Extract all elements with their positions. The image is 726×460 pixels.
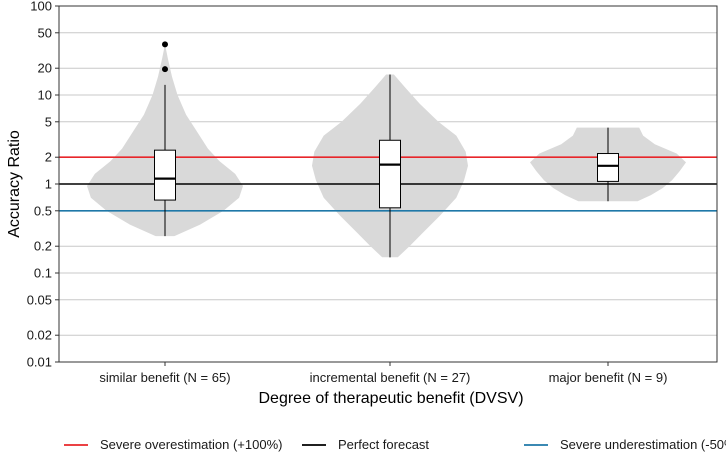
x-tick-labels: similar benefit (N = 65) incremental bene… — [99, 370, 667, 385]
y-tick-label: 0.2 — [34, 239, 52, 254]
y-tick-label: 1 — [45, 177, 52, 192]
y-tick-label: 0.02 — [27, 328, 52, 343]
box — [379, 139, 401, 209]
y-tick-label: 0.5 — [34, 203, 52, 218]
axis-layer — [55, 5, 718, 366]
legend: Severe overestimation (+100%) Perfect for… — [64, 437, 726, 452]
y-tick-labels: 0.01 0.02 0.05 0.1 0.2 0.5 1 2 5 10 20 50 100 — [27, 0, 52, 370]
y-tick-label: 2 — [45, 150, 52, 165]
y-tick-label: 0.01 — [27, 355, 52, 370]
outlier-point — [162, 41, 168, 48]
legend-label: Severe overestimation (+100%) — [100, 437, 282, 452]
box-layer — [154, 41, 619, 258]
y-tick-label: 20 — [38, 61, 52, 76]
box — [597, 153, 619, 182]
y-tick-label: 0.05 — [27, 292, 52, 307]
y-tick-label: 5 — [45, 114, 52, 129]
y-axis-title: Accuracy Ratio — [6, 130, 23, 238]
x-axis-title: Degree of therapeutic benefit (DVSV) — [258, 390, 523, 407]
x-tick-label: major benefit (N = 9) — [549, 370, 668, 385]
x-tick-label: similar benefit (N = 65) — [99, 370, 230, 385]
box — [154, 149, 176, 201]
y-tick-label: 0.1 — [34, 266, 52, 281]
legend-label: Perfect forecast — [338, 437, 429, 452]
outlier-point — [162, 66, 168, 73]
y-tick-label: 100 — [30, 0, 52, 14]
y-tick-label: 10 — [38, 88, 52, 103]
y-tick-label: 50 — [38, 25, 52, 40]
x-tick-label: incremental benefit (N = 27) — [310, 370, 471, 385]
legend-label: Severe underestimation (-50%) — [560, 437, 726, 452]
